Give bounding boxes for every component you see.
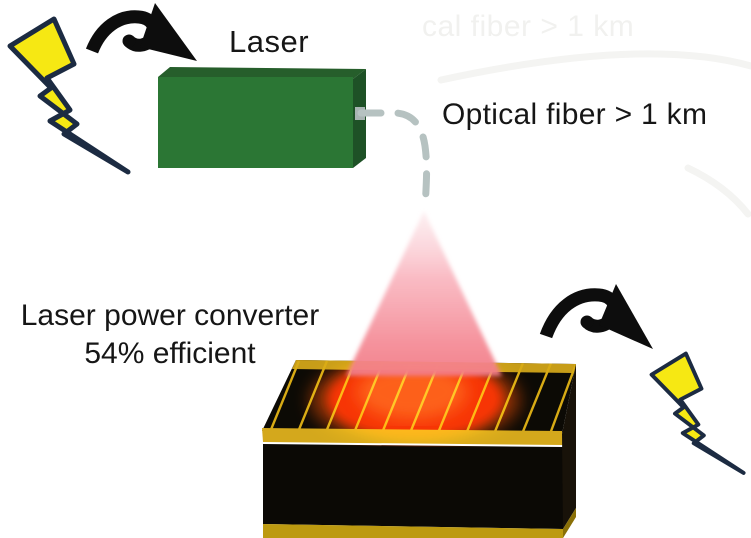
laser-box-top	[158, 67, 366, 79]
laser-spot-glow	[310, 359, 520, 446]
device-right-face	[562, 364, 576, 529]
output-arrow-icon	[539, 284, 653, 349]
laser-label: Laser	[229, 24, 310, 59]
converter-label-line1: Laser power converter	[20, 299, 320, 332]
ghost-watermark-text: cal fiber > 1 km	[422, 10, 635, 43]
background-arc-artifacts	[437, 50, 751, 218]
device-bottom-gold-strip	[263, 524, 563, 538]
laser-box	[158, 67, 366, 168]
laser-box-front	[158, 77, 353, 168]
lightning-bolt-right-icon	[649, 351, 746, 475]
converter-label-line2: 54% efficient	[84, 337, 256, 370]
converter-label: Laser power converter 54% efficient	[0, 297, 340, 373]
device-bottom-right-bevel	[563, 508, 576, 538]
laser-power-converter-device	[262, 359, 576, 538]
laser-beam-cone	[346, 211, 502, 376]
optical-fiber-dashed-line	[357, 109, 431, 214]
optical-fiber-label: Optical fiber > 1 km	[442, 98, 708, 131]
lightning-bolt-left-icon	[7, 16, 131, 175]
input-arrow-icon	[85, 3, 197, 61]
device-front-face	[263, 444, 563, 529]
